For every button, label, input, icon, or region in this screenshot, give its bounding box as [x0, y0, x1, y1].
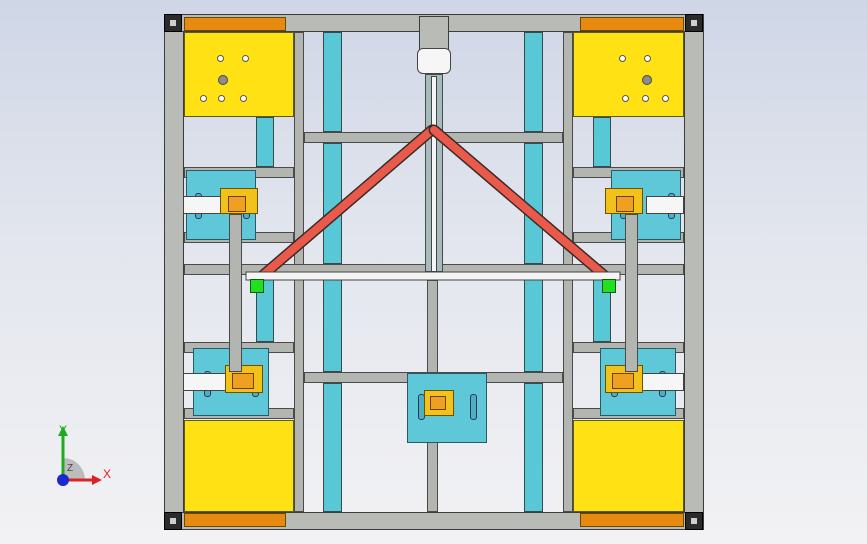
x-axis-arrow-icon	[92, 475, 102, 485]
z-axis-label: Z	[67, 463, 73, 474]
z-axis-arc	[63, 458, 85, 480]
corner-top-left	[164, 14, 182, 32]
plate-bottom-left	[184, 420, 294, 512]
corner-top-right	[685, 14, 703, 32]
pad-top-left	[184, 17, 286, 31]
rail-side-left-top	[256, 117, 274, 167]
arm-link-left	[229, 214, 242, 372]
top-carriage	[417, 48, 451, 74]
gear-core-lower-left	[232, 373, 254, 389]
pad-bottom-right	[580, 513, 684, 527]
x-axis-label: X	[103, 467, 111, 481]
corner-bottom-right	[685, 512, 703, 530]
gear-core-bottom-center	[430, 396, 446, 410]
pad-bottom-left	[184, 513, 286, 527]
y-axis-arrow-icon	[58, 426, 68, 436]
top-clamp	[419, 16, 449, 52]
y-axis-label: Y	[59, 423, 67, 437]
marker-left	[250, 279, 264, 293]
rail-left-upper	[323, 32, 342, 132]
rail-right-upper	[524, 32, 543, 132]
plate-bottom-right	[573, 420, 684, 512]
gear-core-lower-right	[612, 373, 634, 389]
marker-right	[602, 279, 616, 293]
slide-block-upper-right	[646, 196, 684, 214]
corner-bottom-left	[164, 512, 182, 530]
axis-triad: Y X Z	[57, 423, 111, 486]
z-axis-origin	[57, 474, 69, 486]
pad-top-right	[580, 17, 684, 31]
plate-top-right	[573, 32, 684, 117]
rail-right-bottom	[524, 383, 543, 512]
gear-core-upper-right	[616, 196, 634, 212]
gear-core-upper-left	[228, 196, 246, 212]
cross-bar	[245, 271, 621, 281]
arm-link-right	[625, 214, 638, 372]
rail-left-bottom	[323, 383, 342, 512]
gear-bottom-center	[424, 390, 454, 416]
rail-side-right-top	[593, 117, 611, 167]
plate-top-left	[184, 32, 294, 117]
